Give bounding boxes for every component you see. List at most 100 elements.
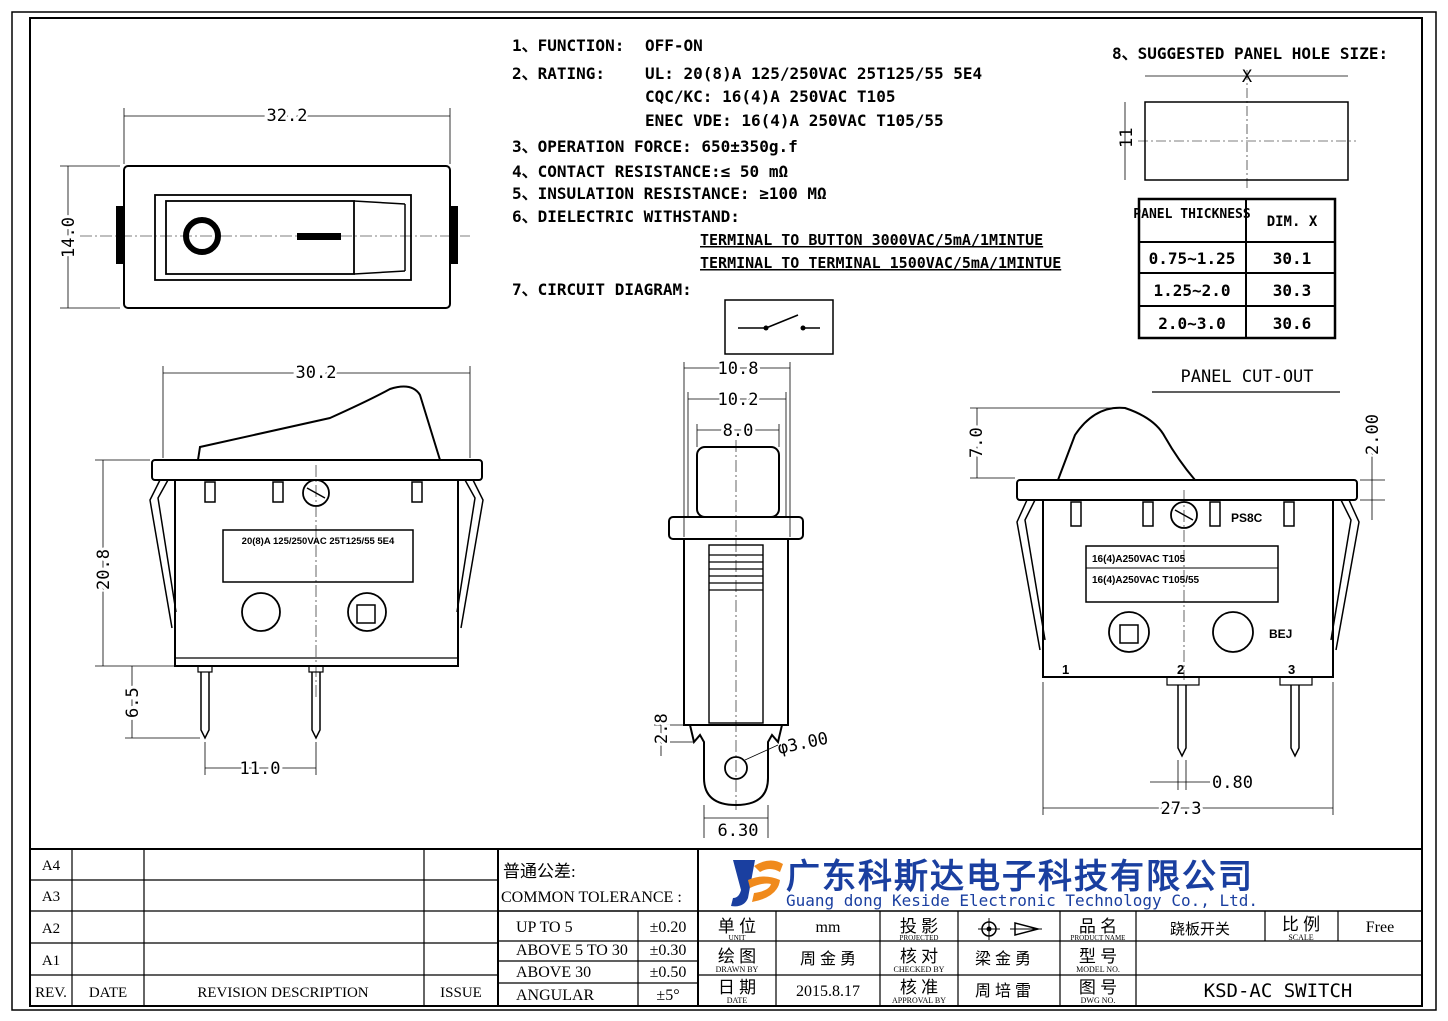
table-cell: 2.0~3.0 xyxy=(1158,314,1225,333)
spec-contact-resistance: 4、CONTACT RESISTANCE:≤ 50 mΩ xyxy=(512,162,788,181)
rear-view-pin-width: 0.80 xyxy=(1212,773,1253,793)
table-cell: 0.75~1.25 xyxy=(1149,249,1236,268)
checked-label-cn: 核 对 xyxy=(900,947,938,966)
date-header: DATE xyxy=(89,985,127,1001)
rear-view-label-2: 16(4)A250VAC T105/55 xyxy=(1092,575,1200,586)
product-label-cn: 品 名 xyxy=(1079,917,1117,936)
spec-dielectric-button: TERMINAL TO BUTTON 3000VAC/5mA/1MINTUE xyxy=(700,231,1043,249)
unit-label-en: UNIT xyxy=(729,934,746,942)
date-label-en: DATE xyxy=(727,996,748,1005)
spec-operation-force: 3、OPERATION FORCE: 650±350g.f xyxy=(512,137,798,156)
side-view-w3: 8.0 xyxy=(723,421,754,441)
dwg-label-cn: 图 号 xyxy=(1079,978,1117,997)
front-view xyxy=(95,366,484,775)
title-block-lines xyxy=(30,848,1422,1006)
rear-view-h1: 7.0 xyxy=(967,427,987,458)
top-view-width: 32.2 xyxy=(267,106,308,126)
drawn-value: 周 金 勇 xyxy=(800,950,856,968)
drawn-label-en: DRAWN BY xyxy=(716,965,759,974)
spec-rating-label: 2、RATING: xyxy=(512,64,605,83)
approval-value: 周 培 雷 xyxy=(975,982,1031,1000)
rear-view xyxy=(970,406,1385,815)
tolerance-value: ±0.30 xyxy=(650,942,687,959)
issue-header: ISSUE xyxy=(440,985,482,1001)
unit-value: mm xyxy=(816,919,841,936)
tolerance-value: ±0.50 xyxy=(650,964,687,981)
side-view-w2: 10.2 xyxy=(718,390,759,410)
scale-value: Free xyxy=(1366,919,1394,936)
spec-insulation-resistance: 5、INSULATION RESISTANCE: ≥100 MΩ xyxy=(512,184,827,203)
company-name-cn: 广东科斯达电子科技有限公司 xyxy=(786,857,1254,896)
company-logo-icon xyxy=(731,860,783,907)
spec-list: 1、FUNCTION: OFF-ON 2、RATING: UL: 20(8)A … xyxy=(512,36,1388,299)
rev-row-a1: A1 xyxy=(42,953,60,969)
side-view-hole: φ3.00 xyxy=(776,729,830,759)
projection-symbol-icon xyxy=(978,918,1042,940)
spec-rating-cqc: CQC/KC: 16(4)A 250VAC T105 xyxy=(645,87,895,106)
panel-hole-drawing xyxy=(1124,70,1356,190)
table-cell: 30.3 xyxy=(1273,281,1312,300)
spec-dielectric-label: 6、DIELECTRIC WITHSTAND: xyxy=(512,207,740,226)
rear-view-mark-bej: BEJ xyxy=(1269,627,1292,641)
checked-value: 梁 金 勇 xyxy=(975,950,1031,968)
dwg-label-en: DWG NO. xyxy=(1081,996,1116,1005)
product-label-en: PRODUCT NAME xyxy=(1071,934,1126,942)
circuit-diagram xyxy=(724,299,834,355)
date-label-cn: 日 期 xyxy=(718,978,756,997)
projected-label-cn: 投 影 xyxy=(900,917,938,936)
scale-label-en: SCALE xyxy=(1288,933,1313,942)
side-view xyxy=(654,362,804,838)
front-view-label: 20(8)A 125/250VAC 25T125/55 5E4 xyxy=(242,536,395,547)
tolerance-value: ±5° xyxy=(656,987,679,1004)
table-cell: 30.1 xyxy=(1273,249,1312,268)
rear-view-label-1: 16(4)A250VAC T105 xyxy=(1092,554,1186,565)
table-cell: 1.25~2.0 xyxy=(1153,281,1230,300)
spec-rating-enec: ENEC VDE: 16(4)A 250VAC T105/55 xyxy=(645,111,944,130)
drawn-label-cn: 绘 图 xyxy=(718,947,756,966)
spec-circuit-label: 7、CIRCUIT DIAGRAM: xyxy=(512,280,692,299)
rear-view-pin-3: 3 xyxy=(1288,662,1295,677)
unit-label-cn: 单 位 xyxy=(718,917,756,936)
panel-hole-x-label: X xyxy=(1242,67,1253,87)
tolerance-range: UP TO 5 xyxy=(516,919,573,936)
tolerance-en: COMMON TOLERANCE : xyxy=(501,889,682,906)
front-view-height: 20.8 xyxy=(94,549,114,590)
rear-view-pin-1: 1 xyxy=(1062,662,1069,677)
date-value: 2015.8.17 xyxy=(796,983,860,1000)
side-view-h: 2.8 xyxy=(652,713,672,744)
rear-view-h2: 2.00 xyxy=(1363,414,1383,455)
tolerance-cn: 普通公差: xyxy=(503,862,576,881)
front-view-width: 30.2 xyxy=(296,363,337,383)
rear-view-pin-2: 2 xyxy=(1177,662,1184,677)
front-view-pin-spacing: 11.0 xyxy=(240,759,281,779)
rev-row-a4: A4 xyxy=(42,858,61,874)
table-header-thickness: PANEL THICKNESS xyxy=(1133,207,1251,222)
side-view-base: 6.30 xyxy=(718,821,759,841)
spec-panel-hole-label: 8、SUGGESTED PANEL HOLE SIZE: xyxy=(1112,44,1388,63)
rev-row-a3: A3 xyxy=(42,889,60,905)
spec-function-value: OFF-ON xyxy=(645,36,703,55)
checked-label-en: CHECKED BY xyxy=(894,965,945,974)
spec-dielectric-terminal: TERMINAL TO TERMINAL 1500VAC/5mA/1MINTUE xyxy=(700,254,1061,272)
tolerance-range: ANGULAR xyxy=(516,987,595,1004)
panel-cutout-title: PANEL CUT-OUT xyxy=(1180,367,1313,387)
model-label-en: MODEL NO. xyxy=(1076,965,1120,974)
product-value: 跷板开关 xyxy=(1170,920,1230,938)
panel-hole-height: 11 xyxy=(1117,128,1137,148)
top-view-height: 14.0 xyxy=(59,217,79,258)
scale-label-cn: 比 例 xyxy=(1282,915,1320,934)
approval-label-cn: 核 准 xyxy=(900,978,938,997)
projected-label-en: PROJECTED xyxy=(900,934,939,942)
spec-rating-ul: UL: 20(8)A 125/250VAC 25T125/55 5E4 xyxy=(645,64,982,83)
company-name-en: Guang dong Keside Electronic Technology … xyxy=(786,891,1258,910)
approval-label-en: APPROVAL BY xyxy=(892,996,946,1005)
table-cell: 30.6 xyxy=(1273,314,1312,333)
revision-description-header: REVISION DESCRIPTION xyxy=(197,985,368,1001)
spec-function-label: 1、FUNCTION: xyxy=(512,36,624,55)
dwg-value: KSD-AC SWITCH xyxy=(1204,980,1353,1002)
table-header-dimx: DIM. X xyxy=(1267,214,1318,230)
tolerance-range: ABOVE 30 xyxy=(516,964,591,981)
tolerance-range: ABOVE 5 TO 30 xyxy=(516,942,628,959)
panel-thickness-table xyxy=(1137,197,1337,340)
